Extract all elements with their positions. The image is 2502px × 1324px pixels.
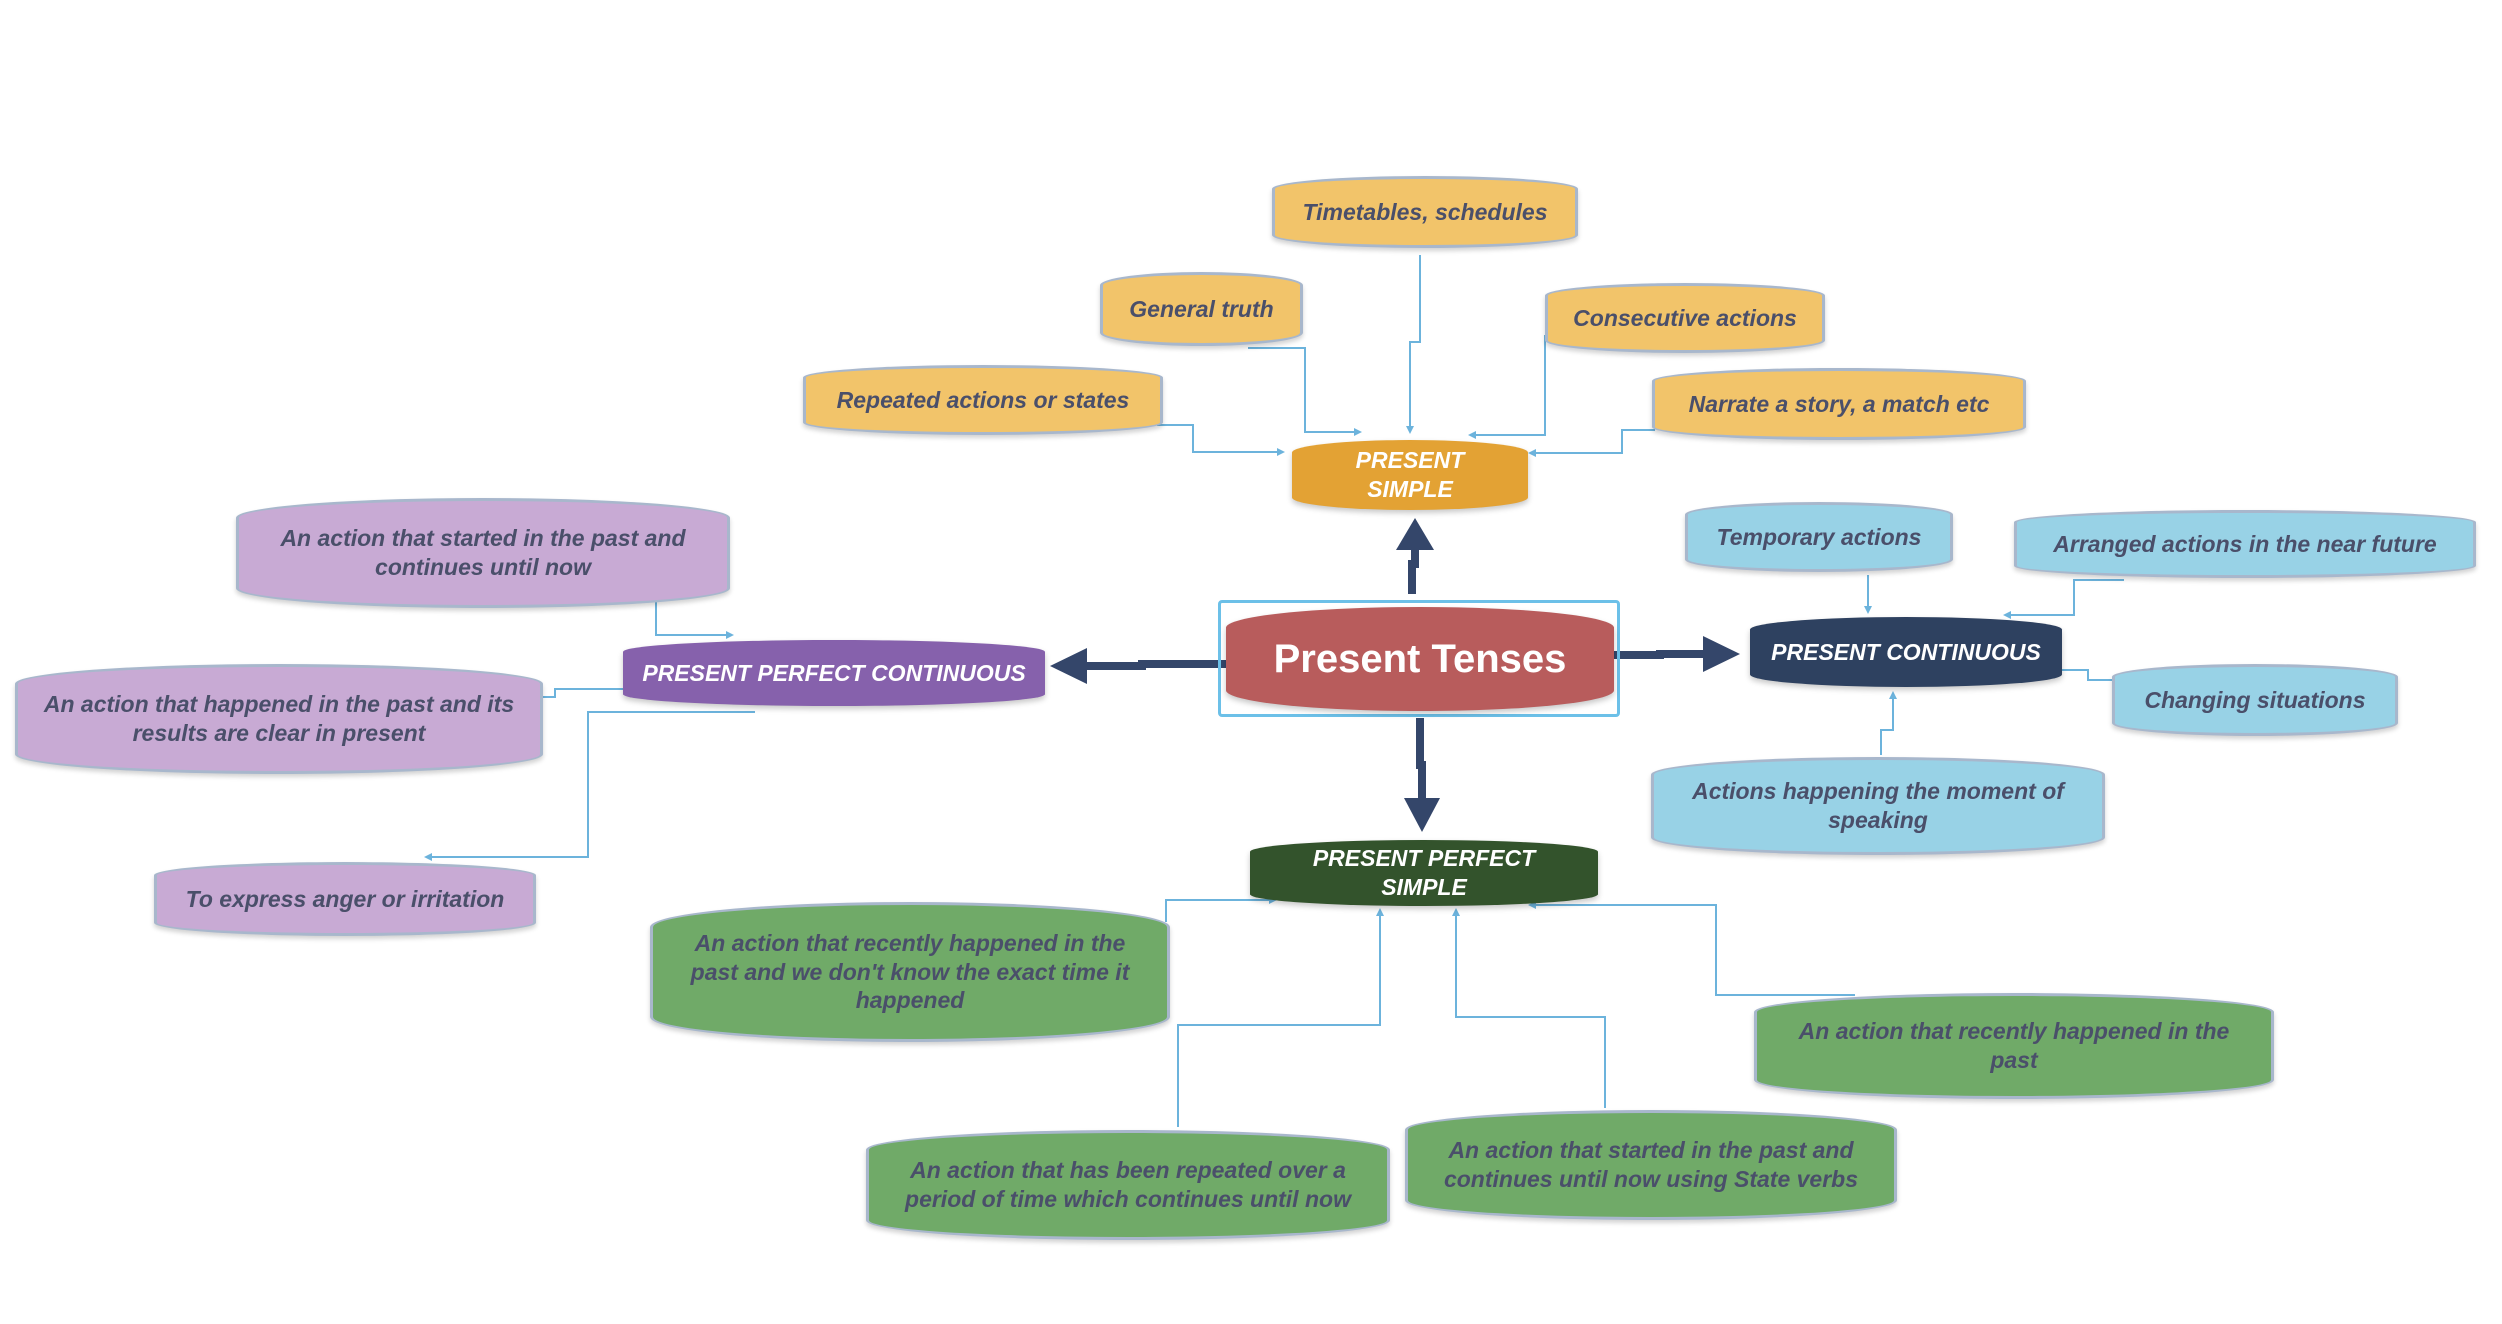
- present-perfect-simple-item[interactable]: An action that started in the past and c…: [1405, 1110, 1897, 1220]
- present-perfect-simple-item[interactable]: An action that recently happened in the …: [650, 902, 1170, 1042]
- present-perfect-simple-item[interactable]: An action that has been repeated over a …: [866, 1130, 1390, 1240]
- present-simple-item[interactable]: Consecutive actions: [1545, 283, 1825, 353]
- present-simple-item[interactable]: General truth: [1100, 272, 1303, 346]
- present-perfect-continuous-item[interactable]: An action that started in the past and c…: [236, 498, 730, 608]
- present-perfect-simple-hub[interactable]: PRESENT PERFECT SIMPLE: [1250, 840, 1598, 906]
- present-perfect-simple-item[interactable]: An action that recently happened in the …: [1754, 993, 2274, 1099]
- connector-changing-situations: [2034, 666, 2112, 681]
- present-continuous-item[interactable]: Actions happening the moment of speaking: [1651, 757, 2105, 855]
- present-simple-item[interactable]: Repeated actions or states: [803, 365, 1163, 435]
- present-simple-hub[interactable]: PRESENT SIMPLE: [1292, 440, 1528, 510]
- connector-timetables: [1406, 255, 1421, 434]
- connector-results-clear: [540, 685, 644, 698]
- arrow-to-present-continuous: [1612, 636, 1740, 672]
- connector-consecutive-actions: [1468, 335, 1546, 439]
- connector-repeated-actions: [1157, 424, 1285, 456]
- connector-moment-of-speaking: [1880, 691, 1897, 755]
- central-node-frame: [1218, 600, 1620, 717]
- present-continuous-item[interactable]: Changing situations: [2112, 664, 2398, 736]
- central-node[interactable]: Present Tenses: [1226, 607, 1614, 711]
- connector-started-past-continues: [655, 598, 734, 639]
- arrow-to-present-simple: [1396, 518, 1434, 594]
- present-perfect-continuous-item[interactable]: An action that happened in the past and …: [15, 664, 543, 774]
- present-simple-item[interactable]: Timetables, schedules: [1272, 176, 1578, 248]
- present-perfect-continuous-hub[interactable]: PRESENT PERFECT CONTINUOUS: [623, 640, 1045, 706]
- present-perfect-continuous-item[interactable]: To express anger or irritation: [154, 862, 536, 936]
- connector-state-verbs: [1452, 908, 1606, 1108]
- connector-recently-unknown-time: [1165, 896, 1277, 922]
- present-continuous-item[interactable]: Temporary actions: [1685, 502, 1953, 572]
- present-continuous-item[interactable]: Arranged actions in the near future: [2014, 510, 2476, 578]
- connector-anger-irritation: [424, 711, 755, 861]
- arrow-to-present-perfect-simple: [1404, 718, 1440, 832]
- present-simple-item[interactable]: Narrate a story, a match etc: [1652, 368, 2026, 440]
- connector-narrate-story: [1528, 429, 1655, 457]
- connector-general-truth: [1248, 347, 1362, 436]
- connector-arranged-actions: [2003, 579, 2124, 619]
- present-continuous-hub[interactable]: PRESENT CONTINUOUS: [1750, 617, 2062, 687]
- arrow-to-present-perfect-continuous: [1050, 648, 1228, 684]
- connector-recently-happened: [1528, 901, 1855, 996]
- connector-repeated-over-time: [1177, 908, 1384, 1127]
